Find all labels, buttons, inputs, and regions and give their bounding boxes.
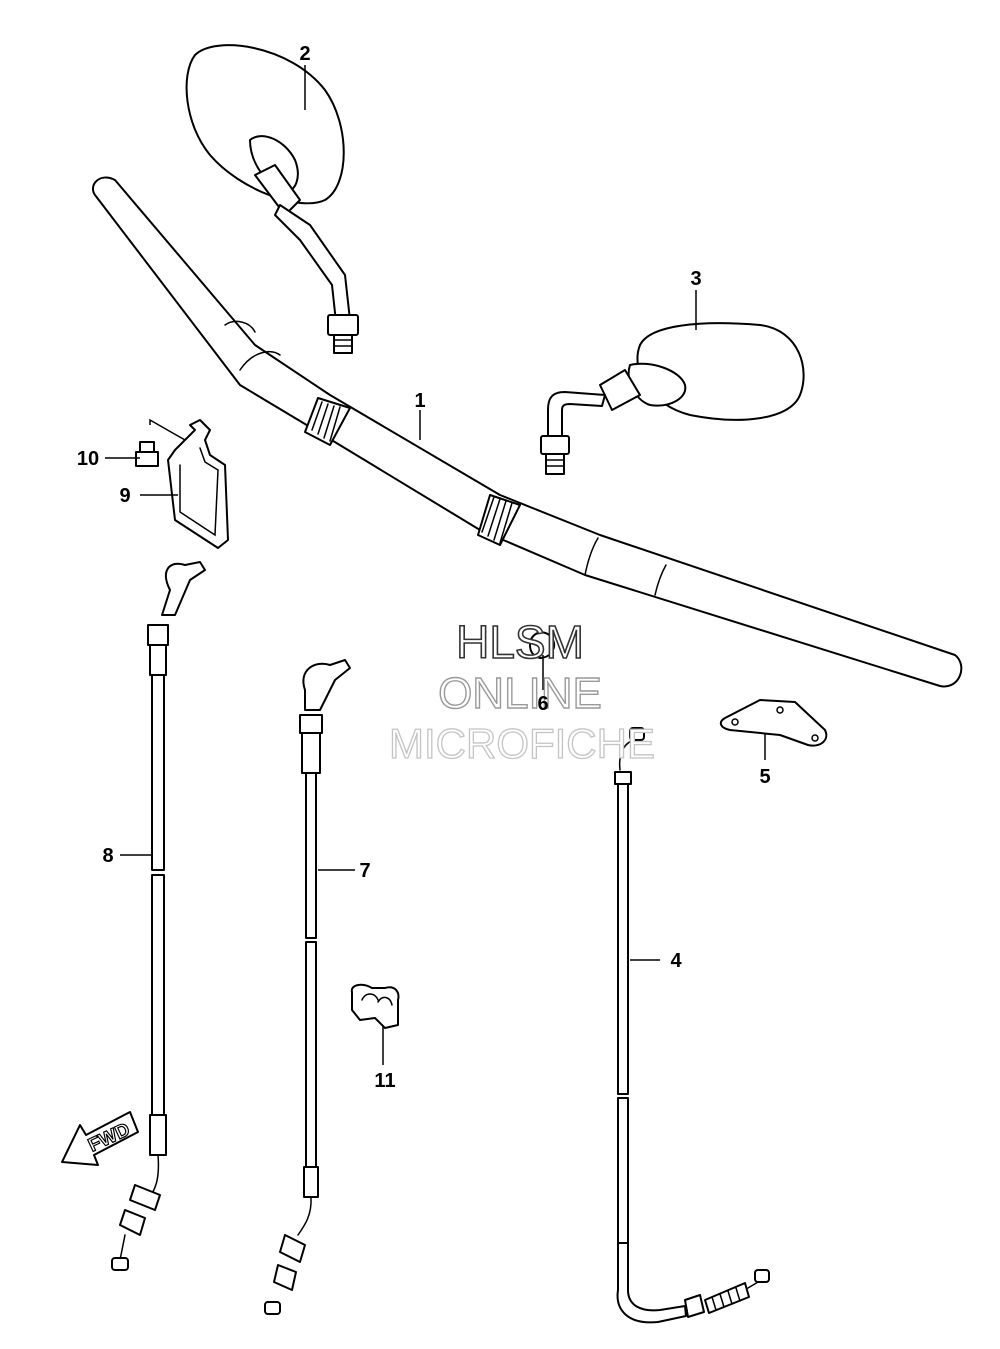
watermark-line-2: ONLINE: [438, 669, 602, 718]
cable-clamp: [350, 983, 400, 1029]
callout-6: 6: [537, 693, 548, 715]
callout-11: 11: [374, 1070, 395, 1092]
callout-5: 5: [759, 766, 770, 788]
leader-lines: [105, 65, 766, 1065]
watermark-line-3: MICROFICHE: [389, 720, 655, 767]
callout-10: 10: [77, 448, 99, 470]
callout-7: 7: [359, 860, 370, 882]
callout-3: 3: [690, 268, 701, 290]
right-mirror: [540, 322, 805, 475]
callouts: 1 2 3 4 5 6 7 8 9 10 11: [77, 43, 771, 1092]
callout-4: 4: [670, 950, 682, 972]
callout-2: 2: [299, 43, 310, 65]
throttle-cable-7: [264, 659, 351, 1315]
callout-8: 8: [102, 845, 113, 867]
watermark-line-1: HLSM: [456, 616, 584, 668]
screw: [135, 441, 159, 467]
clip: [529, 631, 556, 659]
cable-holder: [167, 419, 229, 549]
watermark: HLSM ONLINE MICROFICHE: [388, 615, 655, 767]
plate: [719, 699, 828, 747]
callout-1: 1: [414, 390, 425, 412]
throttle-cable-8: [111, 561, 206, 1271]
clutch-cable-4: [614, 727, 770, 1324]
handlebar: [92, 176, 963, 688]
callout-9: 9: [119, 485, 130, 507]
fwd-arrow: FWD: [61, 1111, 139, 1166]
